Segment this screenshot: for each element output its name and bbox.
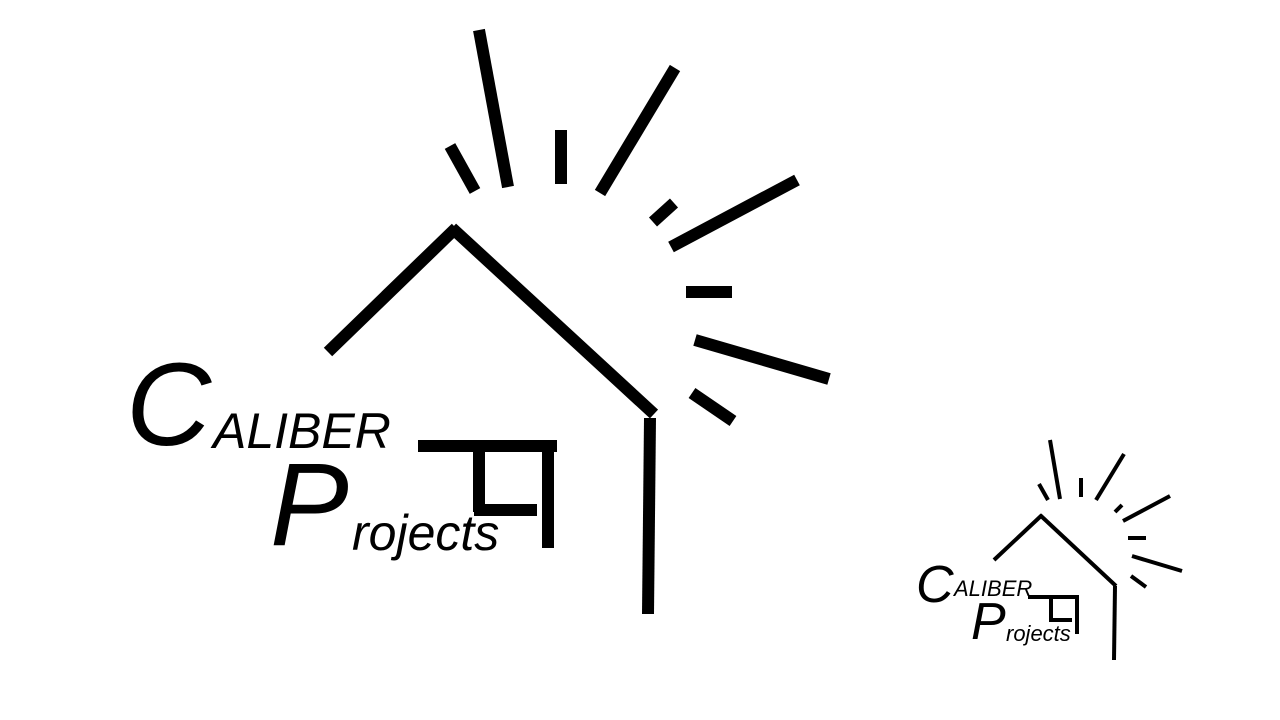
logo-word-rojects: rojects bbox=[1006, 621, 1071, 646]
logo-word-aliber: ALIBER bbox=[954, 576, 1033, 601]
logo-initial-c: C bbox=[916, 556, 954, 614]
sun-rays-icon bbox=[1037, 439, 1183, 589]
logo-initial-p: P bbox=[971, 593, 1006, 651]
sun-rays-icon bbox=[444, 28, 831, 426]
logo-word-aliber: ALIBER bbox=[213, 403, 391, 459]
logo-initial-c: C bbox=[126, 339, 212, 471]
logo-initial-p: P bbox=[270, 439, 349, 571]
logo-word-rojects: rojects bbox=[352, 505, 500, 561]
